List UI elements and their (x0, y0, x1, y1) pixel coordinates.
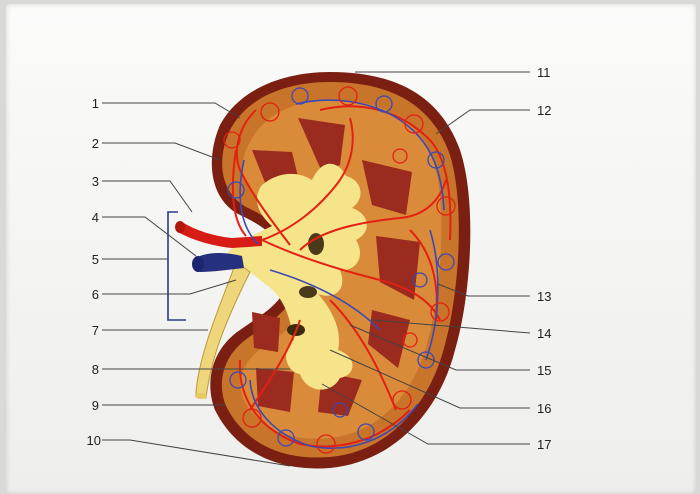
label-5: 5 (92, 252, 99, 267)
label-6: 6 (92, 287, 99, 302)
leader-lines-left (102, 102, 291, 467)
pyramid (256, 368, 294, 412)
pyramid (368, 310, 410, 368)
label-10: 10 (87, 433, 101, 448)
renal-artery-end (175, 221, 185, 233)
pyramid (298, 118, 345, 172)
label-17: 17 (537, 437, 551, 452)
label-8: 8 (92, 362, 99, 377)
label-7: 7 (92, 323, 99, 338)
label-15: 15 (537, 363, 551, 378)
left-number-labels: 1 2 3 4 5 6 7 8 9 10 (87, 96, 101, 448)
arterial-network (231, 105, 452, 448)
pyramid (362, 160, 412, 215)
vessel-bracket (167, 211, 186, 321)
label-1: 1 (92, 96, 99, 111)
label-2: 2 (92, 136, 99, 151)
ureter-end (195, 393, 207, 399)
label-14: 14 (537, 326, 551, 341)
pyramid (376, 236, 420, 300)
label-9: 9 (92, 398, 99, 413)
venous-network (239, 99, 445, 449)
calyx-opening (308, 233, 324, 255)
label-16: 16 (537, 401, 551, 416)
right-number-labels: 11 12 13 14 15 16 17 (537, 65, 551, 452)
label-13: 13 (537, 289, 551, 304)
pyramid (252, 312, 280, 352)
leader-lines-right (321, 71, 531, 445)
cortical-vessel-loops (223, 86, 456, 454)
label-4: 4 (92, 210, 99, 225)
renal-pyramids (252, 118, 420, 416)
renal-vein (195, 253, 244, 272)
label-12: 12 (537, 103, 551, 118)
label-3: 3 (92, 174, 99, 189)
renal-pelvis-calyces (228, 163, 367, 390)
calyx-opening (299, 286, 317, 298)
renal-vein-end (192, 256, 204, 272)
renal-artery (178, 222, 262, 248)
label-11: 11 (537, 65, 551, 80)
